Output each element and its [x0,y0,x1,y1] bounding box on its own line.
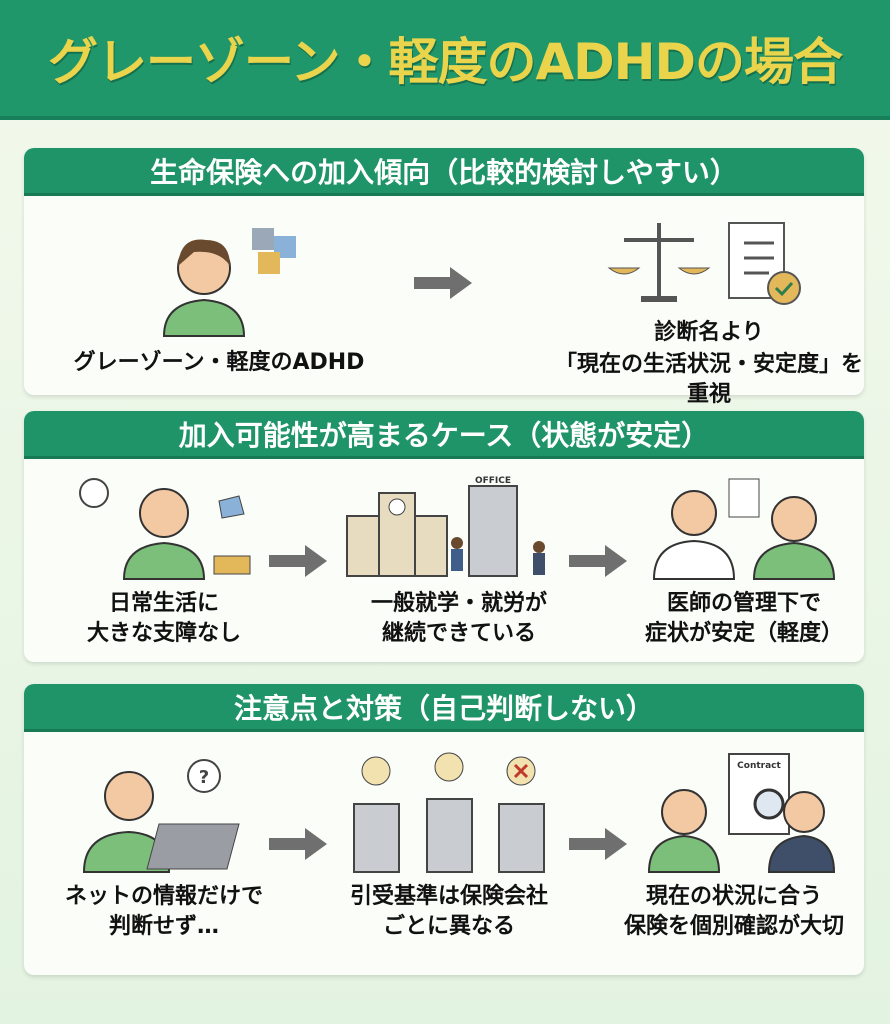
school-and-office-icon: OFFICE [346,476,545,577]
label-line1: 現在の状況に合う [645,884,822,909]
section-heading: 加入可能性が高まるケース（状態が安定） [24,411,864,459]
arrow-icon [414,267,472,299]
label-line2: ごとに異なる [382,914,515,939]
label-line2: 判断せず… [108,914,219,939]
advisor-reviewing-contract-icon: Contract [647,753,836,873]
insurers-column: 引受基準は保険会社 ごとに異なる [324,749,574,939]
label-line2: 継続できている [381,621,536,646]
doctor-column: 医師の管理下で 症状が安定（軽度） [624,471,864,646]
label-line2: 大きな支障なし [86,621,241,646]
scales-and-checklist-icon [607,222,801,305]
internet-column: ? ネットの情報だけで 判断せず… [34,754,294,939]
grayzone-column: グレーゾーン・軽度のADHD [54,218,384,375]
page-title: グレーゾーン・軽度のADHDの場合 [47,33,843,91]
section-heading: 生命保険への加入傾向（比較的検討しやすい） [24,148,864,196]
office-sign: OFFICE [475,476,511,486]
label-line1: 診断名より [654,320,764,345]
doctor-and-patient-icon [652,478,836,580]
insurance-company-buildings-icon [353,752,545,873]
label-line1: 引受基準は保険会社 [349,884,548,909]
school-work-column: OFFICE 一般就学・就労が 継続できている [334,471,584,646]
label-line1: ネットの情報だけで [64,884,263,909]
label: グレーゾーン・軽度のADHD [73,350,365,375]
contract-doc-label: Contract [737,761,781,771]
section-cautions: 注意点と対策（自己判断しない） ? ネットの情報だけで 判断せず… 引受基準は保… [24,684,864,975]
arrow-icon [569,828,627,860]
arrow-icon [269,545,327,577]
focus-column: 診断名より 「現在の生活状況・安定度」を重視 [554,218,864,407]
arrow-icon [569,545,627,577]
section-insurance-tendency: 生命保険への加入傾向（比較的検討しやすい） グレーゾーン・軽度のADHD 診断名… [24,148,864,407]
svg-text:?: ? [199,767,209,788]
label-line2: 「現在の生活状況・安定度」を重視 [554,352,863,407]
label-line2: 保険を個別確認が大切 [623,914,844,939]
section-heading: 注意点と対策（自己判断しない） [24,684,864,732]
title-banner: グレーゾーン・軽度のADHDの場合 [0,0,890,120]
person-with-puzzle-icon [162,228,296,337]
daily-life-column: 日常生活に 大きな支障なし [44,471,284,646]
arrow-icon [269,828,327,860]
label-line1: 日常生活に [108,591,219,616]
person-at-laptop-icon: ? [82,759,240,873]
label-line2: 症状が安定（軽度） [644,621,843,646]
section-positive-cases: 加入可能性が高まるケース（状態が安定） 日常生活に 大きな支障なし OFFICE… [24,411,864,662]
individual-check-column: Contract 現在の状況に合う 保険を個別確認が大切 [604,744,864,939]
label-line1: 医師の管理下で [666,591,821,616]
label-line1: 一般就学・就労が [370,591,547,616]
person-cooking-icon [79,478,251,580]
